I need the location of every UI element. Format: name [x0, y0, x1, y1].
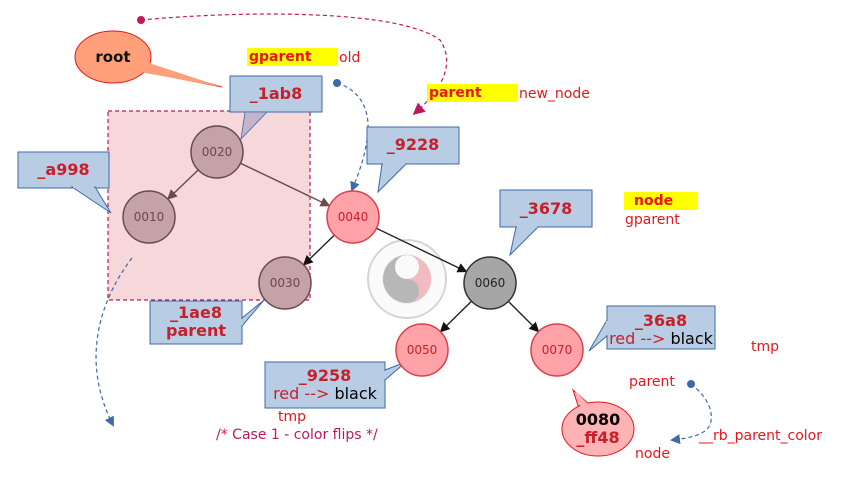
callout-36a8-id: _36a8 — [634, 311, 688, 330]
tmp-right-label: tmp — [751, 339, 780, 355]
old-pointer-dot — [333, 79, 341, 87]
parent-color-dot — [687, 380, 695, 388]
tree-node-label-0070: 0070 — [542, 343, 573, 357]
parent-highlight: parent — [427, 84, 518, 102]
old-pointer-curve — [336, 82, 369, 192]
old-label: old — [339, 50, 361, 66]
watermark-logo — [367, 239, 447, 319]
callout-0080-line1: 0080 — [575, 410, 621, 429]
gparent-highlight: gparent — [247, 48, 338, 66]
tree-node-0070 — [530, 323, 584, 377]
callout-1ab8 — [229, 75, 323, 141]
root-pointer-dot — [137, 16, 145, 24]
callout-36a8 — [588, 305, 716, 352]
edge-0020-0010 — [167, 169, 199, 200]
callout-0080 — [561, 388, 635, 457]
root-label: root — [95, 48, 131, 66]
parent-bottom-label: parent — [629, 374, 675, 390]
edge-0020-0040 — [240, 162, 331, 207]
edge-0060-0070 — [507, 300, 540, 333]
callout-9258-black: black — [334, 384, 377, 403]
callout-1ae8-sub: parent — [165, 321, 227, 340]
tree-node-label-0020: 0020 — [202, 145, 233, 159]
callout-3678-text: _3678 — [519, 199, 573, 218]
tree-node-0020 — [190, 125, 244, 179]
callout-1ae8-id: _1ae8 — [170, 303, 222, 322]
callout-a998 — [17, 151, 112, 214]
callout-0080-text: 0080 _ff48 — [568, 411, 628, 447]
callout-9258-red: red --> — [273, 384, 330, 403]
callout-9258 — [264, 361, 407, 409]
callout-1ae8-text: _1ae8 parent — [150, 304, 242, 340]
callout-36a8-text: _36a8 red --> black — [607, 312, 715, 348]
edge-0040-0030 — [302, 234, 335, 266]
tree-node-label-0050: 0050 — [407, 343, 438, 357]
tree-node-0050 — [395, 323, 449, 377]
tree-node-0010 — [122, 190, 176, 244]
edge-0060-0050 — [439, 300, 472, 333]
case-comment: /* Case 1 - color flips */ — [216, 427, 378, 443]
tree-node-0040 — [326, 190, 380, 244]
tmp-bottom-label: tmp — [278, 409, 307, 425]
callout-9258-text: _9258 red --> black — [265, 367, 385, 403]
callout-9228-text: _9228 — [386, 135, 440, 154]
callout-1ab8-text: _1ab8 — [249, 84, 303, 103]
tree-node-label-0030: 0030 — [270, 276, 301, 290]
tree-node-label-0010: 0010 — [134, 210, 165, 224]
callout-a998-text: _a998 — [37, 160, 90, 179]
callout-3678 — [499, 189, 593, 257]
node-highlight: node — [624, 192, 698, 210]
callout-1ae8 — [149, 299, 265, 345]
tree-node-0060 — [463, 256, 517, 310]
gparent-label: gparent — [625, 212, 680, 228]
callout-9228 — [366, 126, 460, 194]
callout-36a8-red: red --> — [609, 329, 666, 348]
parent-color-curve — [670, 383, 712, 445]
tree-node-0030 — [258, 256, 312, 310]
callout-root — [74, 30, 223, 88]
callout-9258-id: _9258 — [298, 366, 352, 385]
callout-0080-line2: _ff48 — [576, 428, 620, 447]
node-bottom-label: node — [635, 446, 670, 462]
rb-parent-color-label: __rb_parent_color — [699, 428, 823, 444]
tree-node-label-0060: 0060 — [475, 276, 506, 290]
tree-node-label-0040: 0040 — [338, 210, 369, 224]
new-node-label: new_node — [519, 86, 590, 102]
callout-36a8-black: black — [670, 329, 713, 348]
edge-0040-0060 — [376, 227, 468, 273]
